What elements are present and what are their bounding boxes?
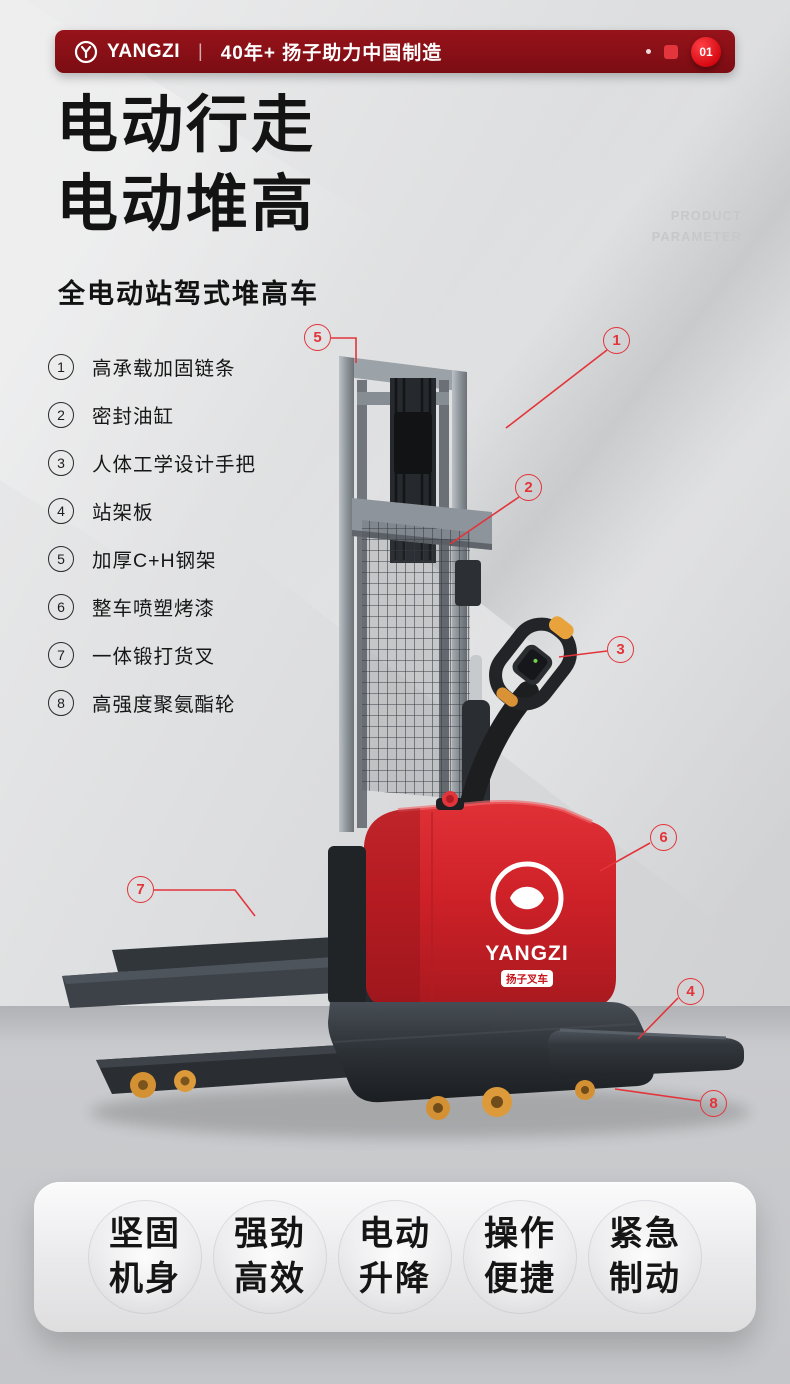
feature-label: 高承载加固链条 bbox=[92, 358, 236, 380]
selling-point: 电动 升降 bbox=[359, 1212, 431, 1302]
feature-number-badge: 7 bbox=[48, 641, 74, 668]
selling-point: 强劲 高效 bbox=[234, 1212, 306, 1302]
watermark-line1: PRODUCT bbox=[670, 208, 742, 223]
callout-1: 1 bbox=[603, 327, 630, 354]
body-logo: YANGZI 扬子叉车 bbox=[485, 861, 568, 987]
shadow-streak bbox=[381, 0, 790, 674]
header-divider: | bbox=[198, 41, 203, 61]
feature-item: 6 整车喷塑烤漆 bbox=[48, 592, 256, 621]
callout-4: 4 bbox=[677, 978, 704, 1005]
header-bar: YANGZI | 40年+ 扬子助力中国制造 01 bbox=[55, 30, 735, 73]
feature-list: 1 高承载加固链条 2 密封油缸 3 人体工学设计手把 4 站架板 5 加厚C+… bbox=[48, 352, 256, 736]
selling-point: 紧急 制动 bbox=[609, 1212, 681, 1302]
feature-number-badge: 8 bbox=[48, 689, 74, 716]
feature-label: 一体锻打货叉 bbox=[92, 646, 216, 668]
feature-item: 7 一体锻打货叉 bbox=[48, 640, 256, 669]
feature-number-badge: 6 bbox=[48, 593, 74, 620]
selling-point: 坚固 机身 bbox=[109, 1212, 181, 1302]
pager-square-icon bbox=[664, 44, 678, 59]
feature-number-badge: 1 bbox=[48, 353, 74, 380]
pager-dot-icon bbox=[646, 49, 651, 54]
callout-6: 6 bbox=[650, 824, 677, 851]
feature-item: 5 加厚C+H钢架 bbox=[48, 544, 256, 573]
feature-number-badge: 2 bbox=[48, 401, 74, 428]
feature-item: 8 高强度聚氨酯轮 bbox=[48, 688, 256, 717]
feature-label: 密封油缸 bbox=[92, 406, 175, 428]
feature-number-badge: 4 bbox=[48, 497, 74, 524]
page-title-line2: 电动堆高 bbox=[56, 170, 317, 240]
body-logo-brand: YANGZI bbox=[485, 942, 568, 965]
feature-label: 人体工学设计手把 bbox=[92, 454, 257, 476]
watermark: PRODUCT PARAMETER bbox=[652, 206, 742, 248]
pager: 01 bbox=[646, 36, 721, 67]
body-cowl: YANGZI 扬子叉车 bbox=[328, 791, 616, 1008]
feature-label: 加厚C+H钢架 bbox=[92, 550, 217, 572]
feature-number-badge: 5 bbox=[48, 545, 74, 572]
feature-item: 1 高承载加固链条 bbox=[48, 352, 256, 381]
subtitle: 全电动站驾式堆高车 bbox=[58, 279, 319, 309]
forks bbox=[62, 930, 374, 1010]
tiller-handle bbox=[459, 616, 577, 817]
page-number-badge: 01 bbox=[691, 36, 721, 67]
feature-label: 站架板 bbox=[92, 502, 154, 524]
feature-item: 2 密封油缸 bbox=[48, 400, 256, 429]
feature-label: 整车喷塑烤漆 bbox=[92, 598, 216, 620]
brand-name: YANGZI bbox=[107, 40, 181, 62]
selling-point: 操作 便捷 bbox=[484, 1212, 556, 1302]
feature-label: 高强度聚氨酯轮 bbox=[92, 694, 236, 716]
callout-8: 8 bbox=[700, 1090, 727, 1117]
feature-item: 3 人体工学设计手把 bbox=[48, 448, 256, 477]
brand: YANGZI bbox=[73, 39, 180, 65]
callout-3: 3 bbox=[607, 636, 634, 663]
watermark-line2: PARAMETER bbox=[651, 228, 742, 244]
feature-item: 4 站架板 bbox=[48, 496, 256, 525]
callout-2: 2 bbox=[515, 474, 542, 501]
header-tagline: 40年+ 扬子助力中国制造 bbox=[220, 43, 443, 64]
page-title: 电动行走 电动堆高 bbox=[56, 86, 316, 245]
hydraulic-cylinder bbox=[462, 655, 490, 810]
mast bbox=[339, 356, 492, 832]
brand-logo-icon bbox=[74, 40, 98, 63]
body-logo-sub: 扬子叉车 bbox=[506, 973, 548, 986]
selling-points-panel: 坚固 机身 强劲 高效 电动 升降 操作 便捷 紧急 制动 bbox=[34, 1182, 756, 1332]
light-streak bbox=[234, 0, 790, 927]
callout-7: 7 bbox=[127, 876, 154, 903]
feature-number-badge: 3 bbox=[48, 449, 74, 476]
callout-5: 5 bbox=[304, 324, 331, 351]
page-title-line1: 电动行走 bbox=[56, 91, 317, 160]
